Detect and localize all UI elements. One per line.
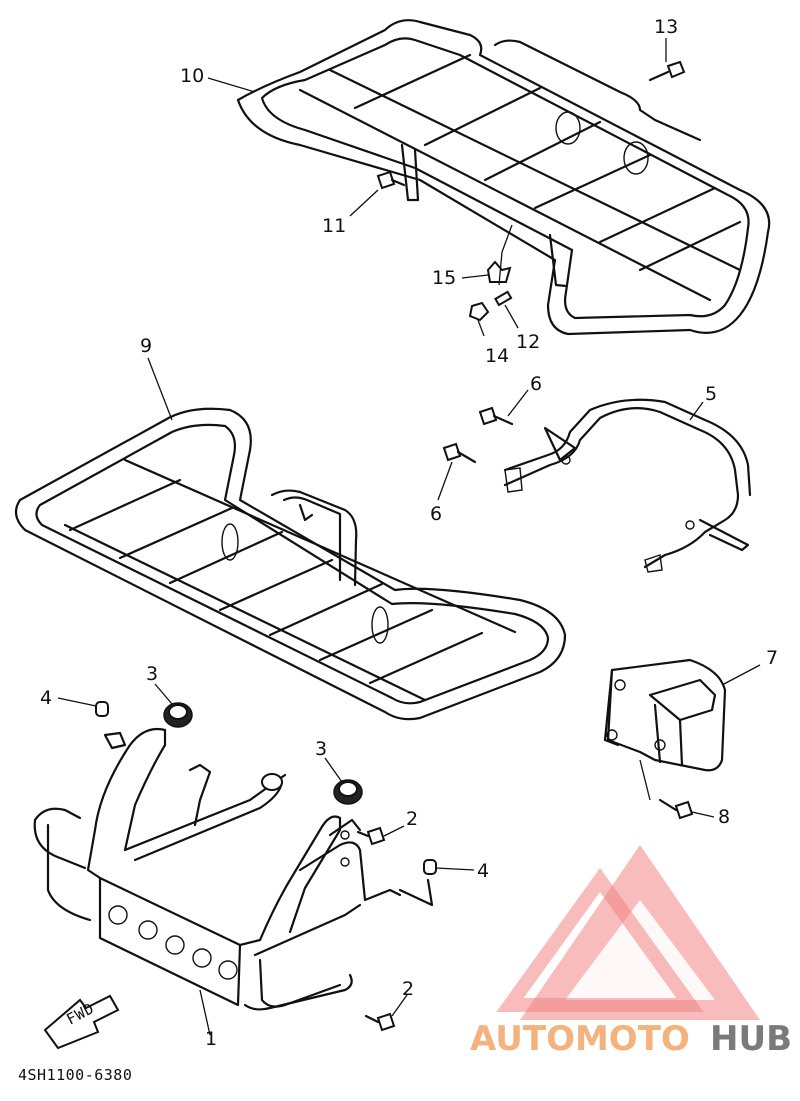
fwd-arrow-icon: FWD xyxy=(43,994,120,1050)
front-carrier-9 xyxy=(14,407,567,721)
leader-lines xyxy=(57,38,761,1036)
bolt-6-upper xyxy=(478,406,514,426)
callout-4-upper: 4 xyxy=(40,687,52,709)
bolt-2-upper xyxy=(356,826,386,846)
grommet-3-lower xyxy=(333,779,363,805)
bolt-2-lower xyxy=(364,1012,396,1032)
callout-13: 13 xyxy=(654,16,678,38)
bolt-6-lower xyxy=(442,442,477,464)
callout-4-lower: 4 xyxy=(477,860,489,882)
callout-labels: 10 13 11 15 12 14 9 6 6 5 7 8 4 3 3 2 4 … xyxy=(40,16,778,1050)
brand-watermark: AUTOMOTO HUB xyxy=(470,1019,792,1059)
callout-2-lower: 2 xyxy=(402,978,414,1000)
callout-15: 15 xyxy=(432,267,456,289)
rear-bracket-5 xyxy=(503,398,752,573)
callout-11: 11 xyxy=(322,215,346,237)
callout-14: 14 xyxy=(485,345,509,367)
callout-1: 1 xyxy=(205,1028,217,1050)
grommet-3-upper xyxy=(163,702,193,728)
front-guard-1 xyxy=(33,727,434,1011)
callout-2-upper: 2 xyxy=(406,808,418,830)
cap-4-lower xyxy=(423,859,437,875)
pin-12 xyxy=(494,290,513,307)
callout-3-upper: 3 xyxy=(146,663,158,685)
bolt-13 xyxy=(648,60,686,82)
nut-14 xyxy=(468,301,490,322)
rear-carrier-10 xyxy=(236,19,771,336)
brand-part2: HUB xyxy=(710,1019,792,1059)
callout-3-lower: 3 xyxy=(315,738,327,760)
callout-5: 5 xyxy=(705,383,717,405)
callout-7: 7 xyxy=(766,647,778,669)
callout-6-upper: 6 xyxy=(530,373,542,395)
callout-12: 12 xyxy=(516,331,540,353)
clip-15 xyxy=(486,260,512,283)
callout-6-lower: 6 xyxy=(430,503,442,525)
bolt-8 xyxy=(658,798,694,820)
brand-part1: AUTOMOTO xyxy=(470,1019,690,1059)
callout-10: 10 xyxy=(180,65,204,87)
callout-8: 8 xyxy=(718,806,730,828)
bracket-7 xyxy=(603,658,727,801)
callout-9: 9 xyxy=(140,335,152,357)
cap-4-upper xyxy=(95,701,109,717)
diagram-code: 4SH1100-6380 xyxy=(18,1066,132,1084)
watermark-logo xyxy=(496,845,760,1020)
bolt-11 xyxy=(376,170,406,190)
